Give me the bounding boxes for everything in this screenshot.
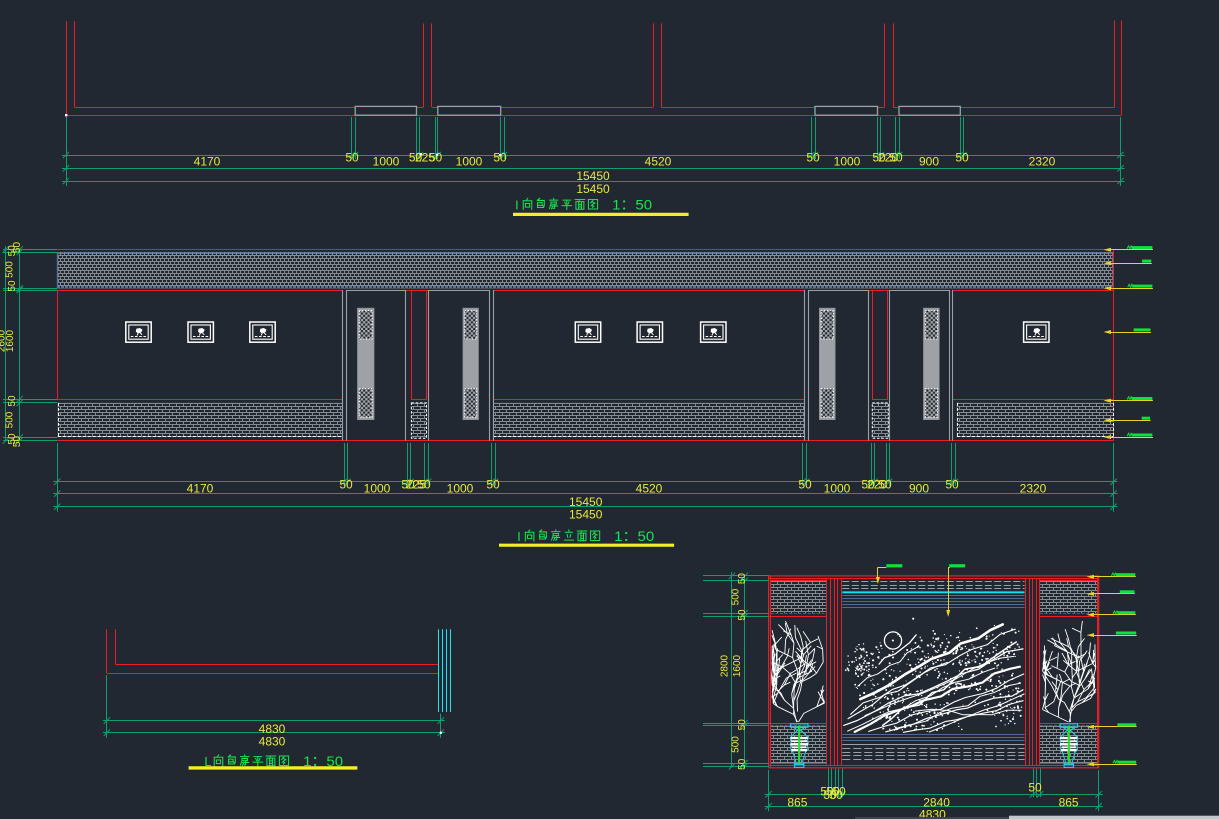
svg-text:1：50: 1：50 (612, 197, 652, 213)
svg-text:4170: 4170 (194, 155, 221, 169)
svg-text:50: 50 (7, 433, 18, 445)
svg-text:I: I (517, 530, 520, 544)
svg-text:4520: 4520 (645, 155, 672, 169)
svg-text:50: 50 (429, 151, 443, 165)
svg-text:15450: 15450 (576, 169, 610, 183)
svg-text:50: 50 (945, 477, 959, 491)
svg-text:50: 50 (7, 280, 18, 292)
svg-text:1：50: 1：50 (303, 753, 343, 769)
svg-text:2840: 2840 (923, 796, 950, 810)
svg-text:50: 50 (737, 609, 748, 621)
svg-text:50: 50 (7, 395, 18, 407)
svg-text:50: 50 (861, 477, 875, 491)
svg-text:50: 50 (737, 573, 748, 585)
svg-text:225: 225 (406, 477, 426, 491)
svg-text:50: 50 (409, 151, 423, 165)
svg-text:2320: 2320 (1020, 481, 1047, 495)
svg-text:1000: 1000 (447, 481, 474, 495)
svg-text:50: 50 (486, 477, 500, 491)
svg-text:1000: 1000 (373, 155, 400, 169)
svg-text:1：50: 1：50 (614, 528, 654, 544)
svg-text:500: 500 (5, 411, 16, 428)
svg-text:500: 500 (731, 588, 742, 605)
svg-text:50: 50 (345, 151, 359, 165)
svg-text:15450: 15450 (569, 507, 603, 521)
svg-text:1000: 1000 (456, 155, 483, 169)
svg-text:50: 50 (889, 151, 903, 165)
svg-text:4830: 4830 (259, 722, 286, 736)
svg-text:50: 50 (417, 477, 431, 491)
svg-text:50: 50 (493, 151, 507, 165)
svg-text:1600: 1600 (732, 654, 743, 677)
svg-text:50: 50 (823, 788, 837, 802)
svg-text:2600: 2600 (0, 329, 8, 352)
svg-text:2800: 2800 (720, 654, 731, 677)
svg-text:1000: 1000 (834, 155, 861, 169)
svg-text:4830: 4830 (919, 807, 946, 819)
svg-text:50: 50 (832, 784, 846, 798)
svg-text:500: 500 (5, 261, 16, 278)
svg-text:50: 50 (955, 151, 969, 165)
svg-text:2320: 2320 (1029, 155, 1056, 169)
svg-text:4170: 4170 (187, 481, 214, 495)
svg-text:900: 900 (919, 155, 939, 169)
svg-text:50: 50 (829, 788, 843, 802)
svg-text:1600: 1600 (5, 329, 16, 352)
svg-text:50: 50 (12, 436, 23, 448)
svg-text:1000: 1000 (364, 481, 391, 495)
svg-text:865: 865 (787, 796, 807, 810)
svg-text:50: 50 (737, 758, 748, 770)
svg-text:50: 50 (872, 151, 886, 165)
svg-text:50: 50 (339, 477, 353, 491)
svg-text:1000: 1000 (824, 481, 851, 495)
svg-text:50: 50 (1028, 781, 1042, 795)
svg-text:50: 50 (798, 477, 812, 491)
svg-text:50: 50 (401, 477, 415, 491)
svg-text:865: 865 (1059, 796, 1079, 810)
svg-text:4830: 4830 (259, 735, 286, 749)
svg-text:220: 220 (878, 151, 898, 165)
svg-text:L: L (204, 755, 211, 769)
svg-text:900: 900 (909, 481, 929, 495)
svg-text:4520: 4520 (636, 481, 663, 495)
svg-text:220: 220 (867, 477, 887, 491)
svg-text:500: 500 (731, 736, 742, 753)
svg-text:50: 50 (12, 242, 23, 254)
svg-text:50: 50 (878, 477, 892, 491)
svg-text:50: 50 (820, 784, 834, 798)
svg-text:50: 50 (737, 719, 748, 731)
svg-text:15450: 15450 (576, 182, 610, 196)
svg-text:50: 50 (806, 151, 820, 165)
svg-text:15450: 15450 (569, 495, 603, 509)
svg-text:I: I (515, 198, 518, 212)
svg-text:50: 50 (7, 245, 18, 257)
svg-text:50: 50 (826, 784, 840, 798)
